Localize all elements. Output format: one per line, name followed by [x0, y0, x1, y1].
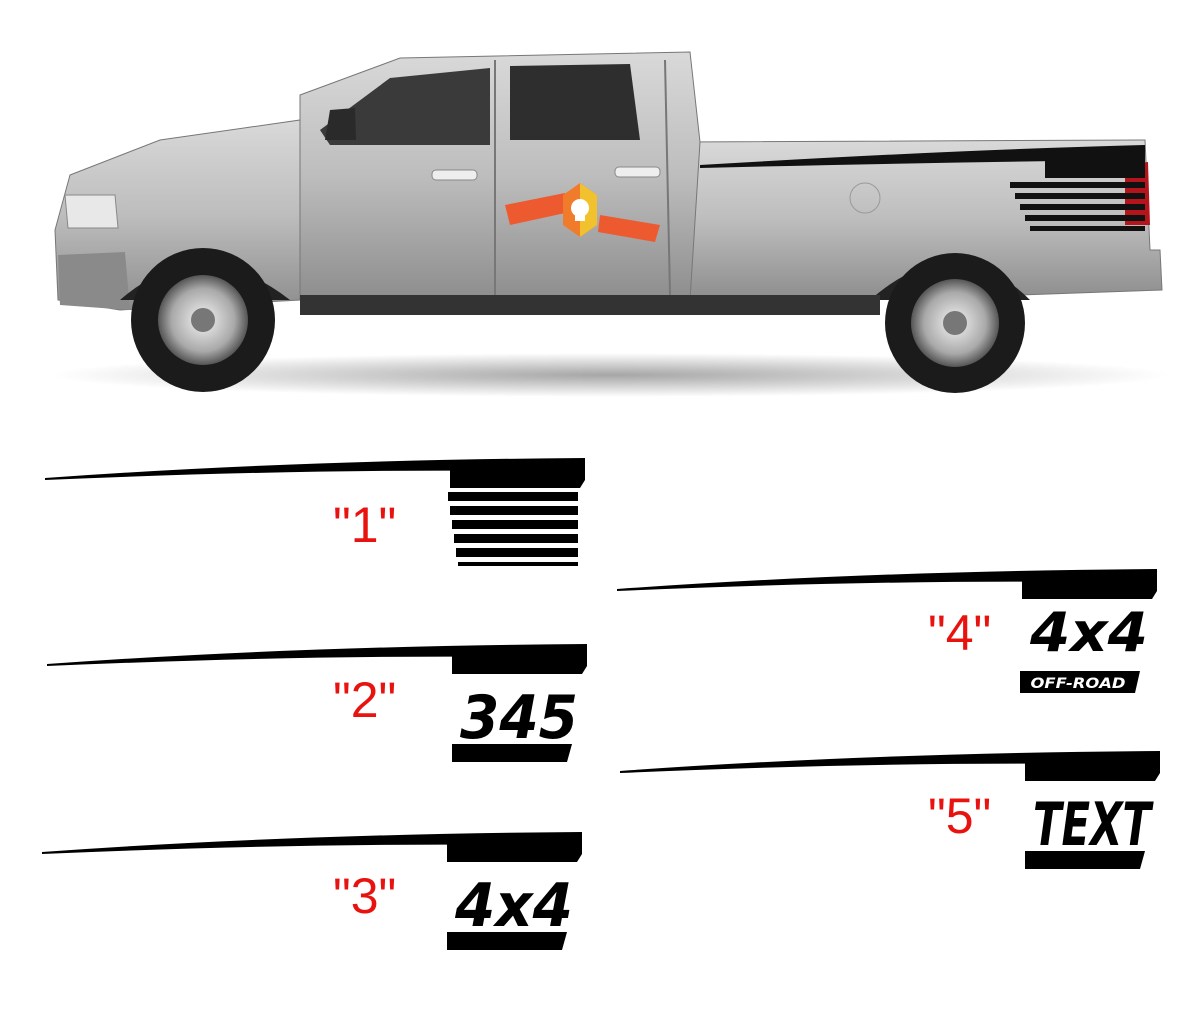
decal-bottom-bar	[1025, 851, 1145, 869]
swoosh-stripe	[617, 569, 1157, 591]
decal-design-2[interactable]: 345	[47, 644, 587, 762]
decal-bottom-bar	[452, 744, 572, 762]
brand-logo	[505, 183, 660, 242]
design-label-2: "2"	[333, 672, 397, 728]
decal-block	[1025, 753, 1160, 781]
decal-bottom-bar	[1020, 671, 1140, 693]
decal-sub-text: OFF-ROAD	[1031, 676, 1126, 692]
decal-block-text: 4x4	[1029, 601, 1148, 664]
decal-block	[447, 834, 582, 862]
swoosh-stripe	[620, 751, 1160, 773]
decal-block-text: TEXT	[1033, 790, 1154, 860]
decal-block	[450, 460, 585, 488]
stripe-bar	[448, 492, 578, 501]
stripe-bar	[454, 534, 578, 543]
swoosh-stripe	[42, 832, 582, 854]
truck-image	[50, 51, 1170, 397]
decal-design-1[interactable]	[45, 458, 585, 566]
design-label-5: "5"	[928, 788, 992, 844]
decal-design-5[interactable]: TEXT	[620, 751, 1160, 869]
decal-block	[452, 646, 587, 674]
stripe-bar	[452, 520, 578, 529]
swoosh-stripe	[47, 644, 587, 666]
decal-block	[1022, 571, 1157, 599]
stripe-bar	[458, 562, 578, 566]
design-label-3: "3"	[333, 868, 397, 924]
decal-block-text: 345	[460, 683, 578, 753]
design-label-1: "1"	[333, 497, 397, 553]
decal-bottom-bar	[447, 932, 567, 950]
swoosh-stripe	[45, 458, 585, 480]
design-label-4: "4"	[928, 605, 992, 661]
decal-design-3[interactable]: 4x4	[42, 832, 582, 950]
stripe-bar	[456, 548, 578, 557]
decal-block-text: 4x4	[454, 871, 573, 941]
stripe-bar	[450, 506, 578, 515]
